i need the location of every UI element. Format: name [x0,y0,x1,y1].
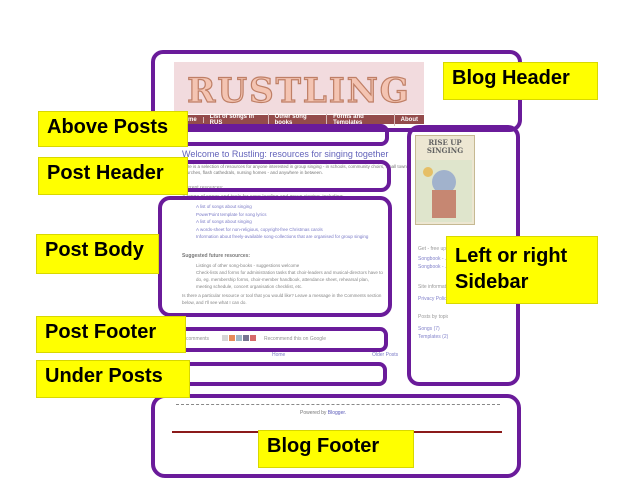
comments-link[interactable]: comments [186,336,210,342]
post-footer-frame [155,327,388,352]
label-post-header: Post Header [38,157,188,195]
future-bullet-item: Check-lists and forms for administration… [196,270,383,289]
powered-by-label: Powered by [300,410,327,416]
blog-footer-frame [151,394,521,478]
sidebar-link[interactable]: Songs (7) [418,326,440,332]
home-link[interactable]: Home [272,352,286,358]
share-icons[interactable] [222,335,262,341]
facebook-icon[interactable] [243,335,249,341]
nav-list-of-songs[interactable]: List of songs in RUS [204,113,269,126]
blog-logo: RUSTLING [174,62,424,114]
sidebar-heading: Site information [418,284,448,290]
label-post-footer: Post Footer [36,316,186,353]
post-intro: Here is a selection of resources for any… [182,164,407,175]
future-resources-heading: Suggested future resources: [182,253,251,259]
bullet-item[interactable]: A words-sheet for non-religious, copyrig… [196,226,323,232]
sidebar-link[interactable]: Songbook - ... [418,256,448,262]
above-posts-frame [161,124,389,146]
book-title: RISE UP SINGING [426,138,464,155]
resource-bullets: A list of songs about singing PowerPoint… [196,203,386,241]
email-icon[interactable] [222,335,228,341]
bullet-item[interactable]: A list of songs about singing [196,204,252,209]
blogger-link[interactable]: Blogger. [327,410,347,416]
book-illustration [416,160,472,222]
recommend-link[interactable]: Recommend this on Google [264,336,326,342]
pinterest-icon[interactable] [250,335,256,341]
logo-text: RUSTLING [187,71,411,111]
rustling-logo: RUSTLING [187,70,411,111]
nav-other-song-books[interactable]: Other song books [269,113,328,126]
powered-by: Powered by Blogger. [300,410,346,416]
label-above-posts: Above Posts [38,111,188,147]
future-bullets: Listings of other song-books - suggestio… [196,262,386,290]
label-under-posts: Under Posts [36,360,190,398]
sidebar-heading: Posts by topic [418,314,448,320]
blogthis-icon[interactable] [229,335,235,341]
label-post-body: Post Body [36,234,159,274]
nav-forms-templates[interactable]: Forms and Templates [327,113,395,126]
sidebar-book-image[interactable]: RISE UP SINGING [415,135,475,225]
future-bullet-item: Listings of other song-books - suggestio… [196,263,300,268]
blog-nav: Home List of songs in RUS Other song boo… [174,113,424,126]
sidebar-link[interactable]: Privacy Policy [418,296,448,302]
blog-screenshot: RUSTLING Home List of songs in RUS Other… [172,60,475,425]
sidebar-link[interactable]: Get - free up... [418,246,448,252]
label-blog-header: Blog Header [443,62,598,100]
post-body-frame [158,196,392,317]
label-blog-footer: Blog Footer [258,430,414,468]
nav-about[interactable]: About [400,116,418,123]
bullet-item[interactable]: PowerPoint template for song lyrics [196,211,267,217]
post-title[interactable]: Welcome to Rustling: resources for singi… [182,149,389,159]
post-closing: Is there a particular resource or tool t… [182,293,382,305]
older-posts-link[interactable]: Older Posts [372,352,399,358]
footer-dashed-line [176,404,500,405]
sidebar-link[interactable]: Templates (2) [418,334,448,340]
bullet-item[interactable]: A list of songs about singing [196,219,252,224]
twitter-icon[interactable] [236,335,242,341]
sidebar-lines: Get - free up... Songbook - ... Songbook… [418,246,448,340]
nav-home[interactable]: Home [174,116,204,123]
post-header-frame [157,160,391,192]
label-sidebar: Left or right Sidebar [446,236,598,304]
bullet-item[interactable]: Information about freely-available song-… [196,234,369,239]
sidebar-link[interactable]: Songbook - ... [418,264,448,270]
